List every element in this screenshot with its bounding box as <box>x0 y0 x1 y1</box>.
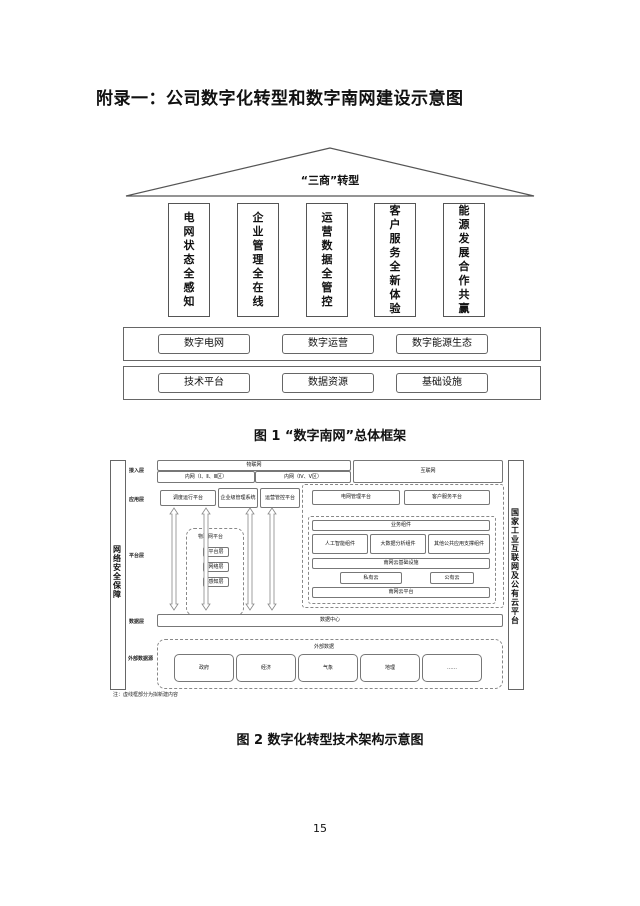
ai-component-box: 人工智能组件 <box>312 534 368 554</box>
pillar-text: 能源发展合作共赢 <box>458 204 470 315</box>
new-build-dashed-region <box>302 484 504 608</box>
iot-sub-perception: 感知层 <box>203 577 229 587</box>
access-layer-label: 接入层 <box>129 468 145 474</box>
bigdata-component-box: 大数据分析组件 <box>370 534 426 554</box>
pillar-customer-service: 客户服务全新体验 <box>374 203 416 317</box>
pillar-energy-cooperation: 能源发展合作共赢 <box>443 203 485 317</box>
digital-operation-box: 数字运营 <box>282 334 374 354</box>
vertical-arrows <box>169 507 277 611</box>
figure-2-note: 注：虚线框部分为拟新建内容 <box>113 692 179 698</box>
pillar-text: 电网状态全感知 <box>183 211 195 308</box>
operation-control-box: 运营管控平台 <box>260 488 300 508</box>
bottom-band: 技术平台 数据资源 基础设施 <box>123 366 541 400</box>
security-label: 网络安全保障 <box>113 545 121 599</box>
enterprise-mgmt-box: 企业级管理系统 <box>218 488 258 508</box>
digital-grid-box: 数字电网 <box>158 334 250 354</box>
pillar-text: 运营数据全管控 <box>321 211 333 308</box>
data-center-box: 数据中心 <box>157 614 503 627</box>
public-support-component-box: 其他公共应用支撑组件 <box>428 534 490 554</box>
public-cloud-box: 公有云 <box>430 572 474 584</box>
external-government: 政府 <box>174 654 234 682</box>
private-cloud-box: 私有云 <box>340 572 402 584</box>
internet-box: 互联网 <box>353 460 503 483</box>
pillar-grid-perception: 电网状态全感知 <box>168 203 210 317</box>
data-resource-box: 数据资源 <box>282 373 374 393</box>
pillar-text: 客户服务全新体验 <box>389 204 401 315</box>
business-components-region <box>308 516 496 604</box>
national-platform-column <box>508 460 524 690</box>
iot-platform-label: 物联网平台 <box>198 534 224 540</box>
national-platform-label: 国家工业互联网及公有云平台 <box>511 508 519 625</box>
iot-sub-platform: 平台层 <box>203 547 229 557</box>
appendix-title: 附录一：公司数字化转型和数字南网建设示意图 <box>96 89 464 109</box>
data-layer-label: 数据层 <box>129 619 145 625</box>
external-data-title: 外部数据 <box>314 644 335 650</box>
figure-2-caption: 图 2 数字化转型技术架构示意图 <box>236 733 424 748</box>
pillar-text: 企业管理全在线 <box>252 211 264 308</box>
external-weather: 气象 <box>298 654 358 682</box>
pillar-operation-data: 运营数据全管控 <box>306 203 348 317</box>
pillar-area: 电网状态全感知 企业管理全在线 运营数据全管控 客户服务全新体验 能源发展合作共… <box>123 197 539 322</box>
iot-sub-network: 网络层 <box>203 562 229 572</box>
figure-1-caption: 图 1 “数字南网”总体框架 <box>253 429 407 444</box>
security-column <box>110 460 126 690</box>
digital-energy-ecology-box: 数字能源生态 <box>396 334 488 354</box>
dispatch-platform-box: 调度运行平台 <box>160 490 216 506</box>
grid-management-box: 电网管理平台 <box>312 490 400 505</box>
iot-top-box: 物联网 <box>157 460 351 471</box>
roof-shape <box>125 147 535 197</box>
external-layer-label: 外部数据源 <box>128 656 154 662</box>
middle-band: 数字电网 数字运营 数字能源生态 <box>123 327 541 361</box>
roof-label: “三商”转型 <box>300 174 360 187</box>
customer-service-box: 客户服务平台 <box>404 490 490 505</box>
page-number: 15 <box>313 822 327 835</box>
platform-layer-label: 平台层 <box>129 553 145 559</box>
business-components-box: 业务组件 <box>312 520 490 531</box>
external-economy: 经济 <box>236 654 296 682</box>
pillar-enterprise-management: 企业管理全在线 <box>237 203 279 317</box>
cloud-infrastructure-box: 南网云基础设施 <box>312 558 490 569</box>
external-more: …… <box>422 654 482 682</box>
internal-left-box: 内网（Ⅰ、Ⅱ、Ⅲ区） <box>157 471 255 483</box>
grid-cloud-platform-box: 南网云平台 <box>312 587 490 598</box>
tech-platform-box: 技术平台 <box>158 373 250 393</box>
external-geography: 地理 <box>360 654 420 682</box>
app-layer-label: 应用层 <box>129 497 145 503</box>
infrastructure-box: 基础设施 <box>396 373 488 393</box>
external-data-region <box>157 639 503 689</box>
internal-right-box: 内网（Ⅳ、Ⅴ区） <box>255 471 351 483</box>
